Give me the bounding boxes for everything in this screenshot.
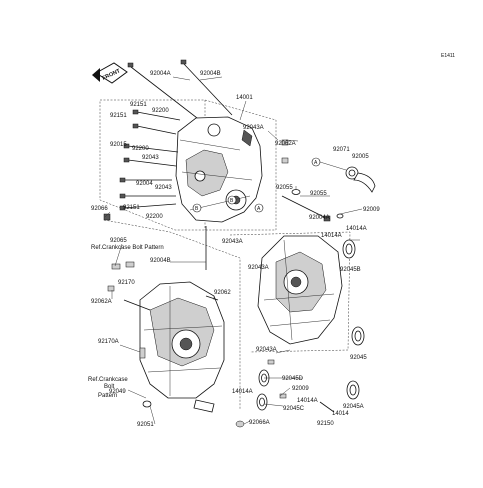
- label-92043a-m2: 92043A: [248, 265, 269, 271]
- label-92004a-mid: 92004A: [309, 215, 330, 221]
- label-92004a-top: 92004A: [150, 71, 171, 77]
- small-dowels: [281, 139, 344, 222]
- crankcase-right-half: [175, 116, 263, 223]
- label-92151-a: 92151: [130, 102, 147, 108]
- label-92045c: 92045C: [283, 406, 305, 412]
- label-92015: 92015: [110, 142, 127, 148]
- callout-b-mid: B: [227, 195, 237, 205]
- label-92151-c: 92151: [123, 205, 140, 211]
- crankcase-left-half: [139, 281, 225, 413]
- svg-text:A: A: [314, 160, 318, 166]
- label-14014a-low: 14014A: [232, 389, 253, 395]
- svg-text:B: B: [230, 198, 234, 204]
- label-ref-bottom-3: Pattern: [98, 393, 117, 399]
- label-92045a: 92045A: [343, 404, 364, 410]
- label-92043a-m1: 92043A: [222, 239, 243, 245]
- label-14014a-a: 14014A: [346, 226, 367, 232]
- label-92043a-low: 92043A: [256, 347, 277, 353]
- label-92151-b: 92151: [110, 113, 127, 119]
- label-92043a-top: 92043A: [243, 125, 264, 131]
- label-92049: 92049: [109, 389, 126, 395]
- label-14014a-c: 14014A: [297, 398, 318, 404]
- left-bolt-stack: [119, 109, 181, 211]
- label-92045d: 92045D: [282, 376, 304, 382]
- callout-a-mid: A: [254, 203, 264, 213]
- label-92004-l: 92004: [136, 181, 153, 187]
- label-92055-b: 92055: [310, 191, 327, 197]
- label-ref-top: Ref.Crankcase Bolt Pattern: [91, 245, 164, 251]
- label-92066: 92066: [91, 206, 108, 212]
- breather-pipe: [319, 161, 376, 193]
- assembly-lines-left: [103, 219, 241, 410]
- seal-92045: [351, 326, 365, 346]
- label-92066a: 92066A: [249, 420, 270, 426]
- label-92200-a: 92200: [152, 108, 169, 114]
- svg-text:A: A: [257, 206, 261, 212]
- seal-92045b: [342, 239, 356, 259]
- label-92009-top: 92009: [363, 207, 380, 213]
- label-92062: 92062: [214, 290, 231, 296]
- lower-bearings: [235, 359, 335, 428]
- label-92062a-left: 92062A: [91, 299, 112, 305]
- label-92043-b: 92043: [155, 185, 172, 191]
- part-labels: 14001 92004A 92004B 92151 92151 92151 92…: [88, 71, 380, 428]
- seal-92045a: [346, 380, 360, 400]
- label-92170a: 92170A: [98, 339, 119, 345]
- front-arrow-icon: FRONT: [92, 62, 128, 84]
- label-92170: 92170: [118, 280, 135, 286]
- label-92004b-top: 92004B: [200, 71, 221, 77]
- label-92071: 92071: [333, 147, 350, 153]
- callout-b-top: B: [192, 203, 202, 213]
- label-92150: 92150: [317, 421, 334, 427]
- label-ref-bottom-2: Bolt: [104, 384, 115, 390]
- crankcase-middle-half: [257, 235, 343, 345]
- label-92200-b: 92200: [132, 146, 149, 152]
- diagram-code: E1411: [441, 53, 455, 59]
- leader-lines: [104, 76, 363, 425]
- label-92004b-mid: 92004B: [150, 258, 171, 264]
- label-14014a-b: 14014A: [321, 233, 342, 239]
- label-92065: 92065: [110, 238, 127, 244]
- label-92051: 92051: [137, 422, 154, 428]
- label-92062a-top: 92062A: [275, 141, 296, 147]
- assembly-lines-right: [229, 231, 351, 353]
- svg-text:B: B: [195, 206, 199, 212]
- label-14014: 14014: [332, 411, 349, 417]
- label-14001: 14001: [236, 95, 253, 101]
- label-92045: 92045: [350, 355, 367, 361]
- label-92005: 92005: [352, 154, 369, 160]
- label-ref-bottom-1: Ref.Crankcase: [88, 377, 128, 383]
- label-92200-c: 92200: [146, 214, 163, 220]
- label-92045b: 92045B: [340, 267, 361, 273]
- label-92009-low: 92009: [292, 386, 309, 392]
- left-small-parts: [103, 213, 219, 408]
- label-92055: 92055: [276, 185, 293, 191]
- callout-a-top: A: [311, 157, 321, 167]
- label-92043-a: 92043: [142, 155, 159, 161]
